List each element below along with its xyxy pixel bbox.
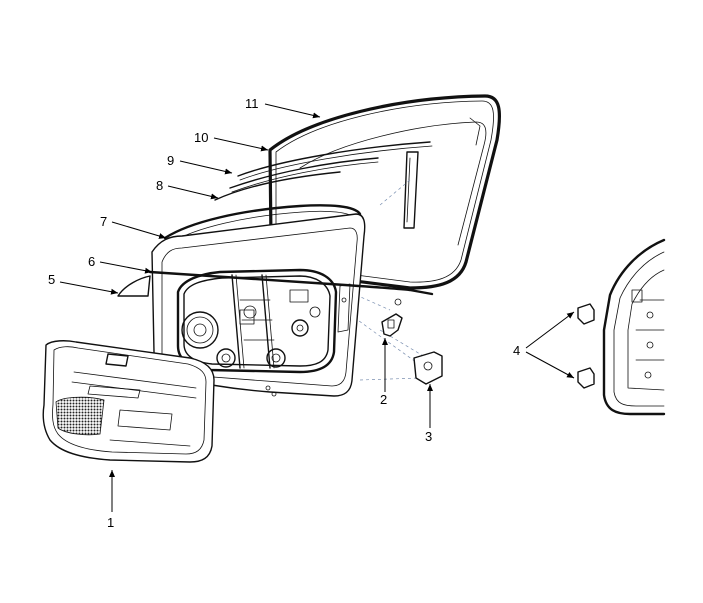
- door-weatherstrip-9: [229, 157, 379, 193]
- delta-cover: [117, 275, 151, 297]
- belt-inside-weatherstrip: [148, 270, 434, 296]
- door-latch: [413, 351, 443, 385]
- callout-4: 4: [513, 343, 520, 358]
- glass-run-channel: [237, 141, 433, 229]
- callout-9: 9: [167, 153, 174, 168]
- callout-5: 5: [48, 272, 55, 287]
- leader-lines: [59, 103, 575, 512]
- door-hinge-lower: [577, 367, 595, 389]
- callout-8: 8: [156, 178, 163, 193]
- callout-labels: 1 2 3 4 5 6 7 8 9 10 11: [48, 96, 520, 530]
- door-hinge-upper: [577, 303, 595, 325]
- callout-10: 10: [194, 130, 208, 145]
- callout-1: 1: [107, 515, 114, 530]
- callout-3: 3: [425, 429, 432, 444]
- callout-6: 6: [88, 254, 95, 269]
- door-weatherstrip-8: [214, 171, 341, 201]
- callout-11: 11: [245, 96, 259, 111]
- callout-7: 7: [100, 214, 107, 229]
- door-checker: [381, 313, 403, 337]
- callout-2: 2: [380, 392, 387, 407]
- vehicle-body-pillar: [602, 238, 666, 416]
- door-trim-panel: [42, 340, 215, 463]
